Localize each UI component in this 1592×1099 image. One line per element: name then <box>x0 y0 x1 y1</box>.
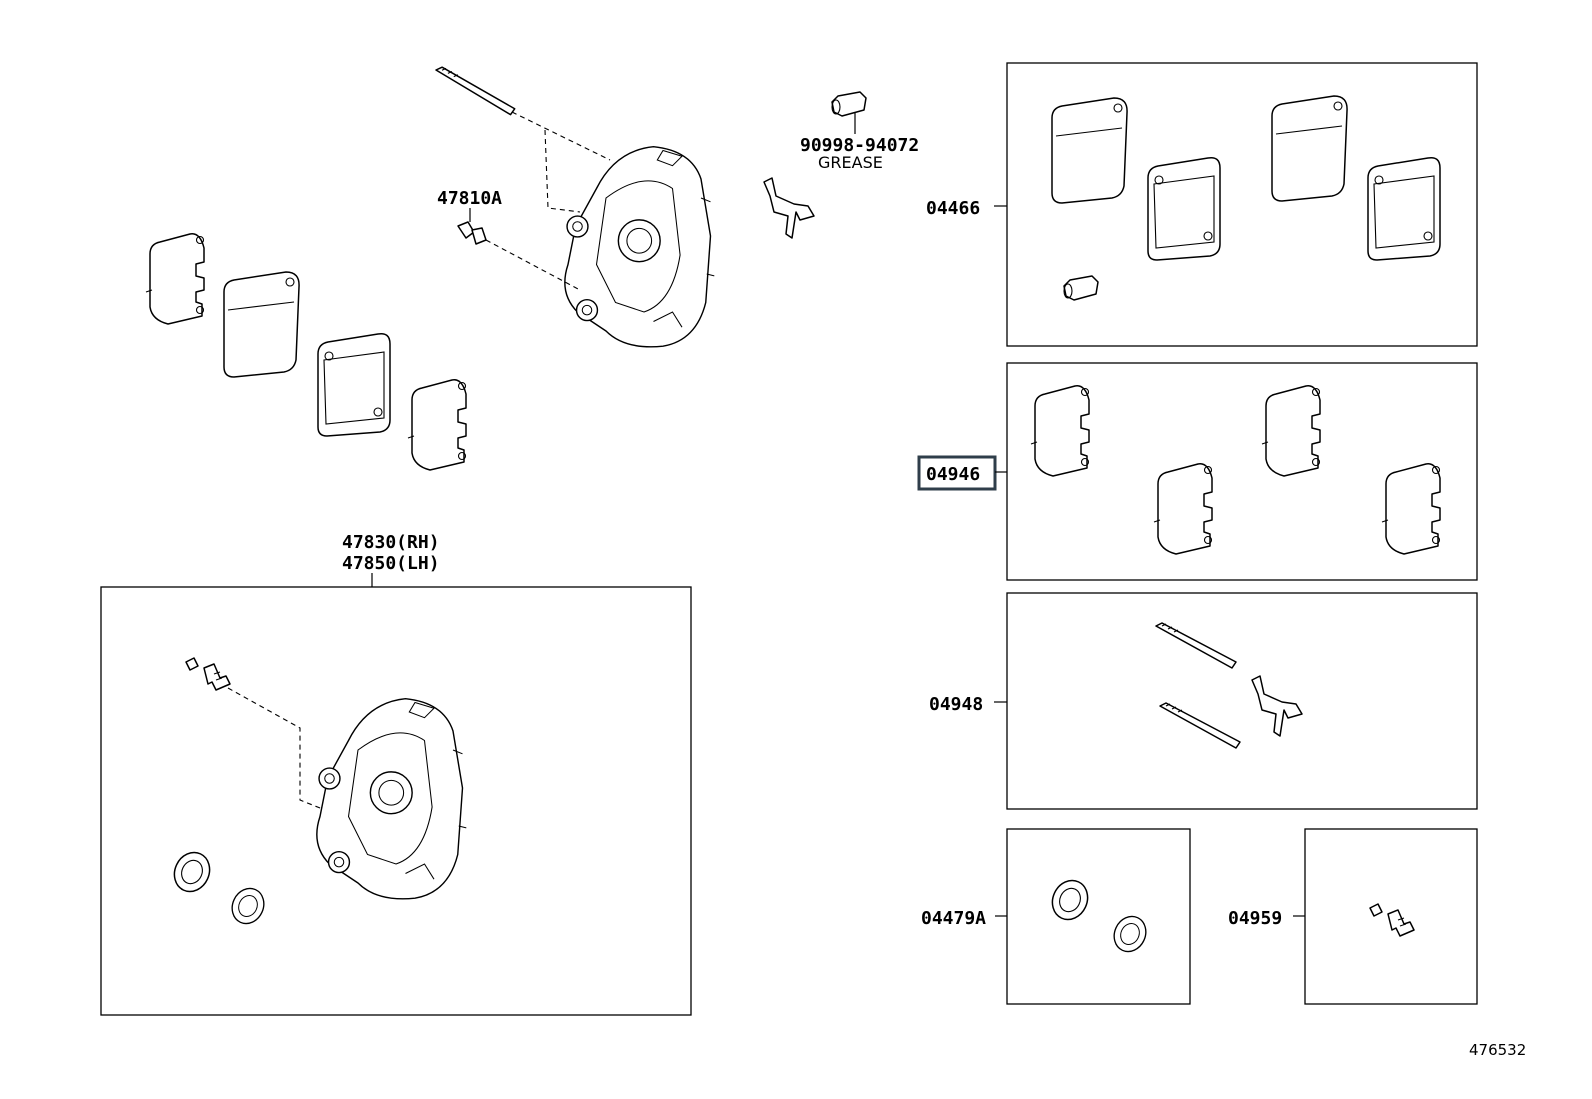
bleeder-part <box>185 657 231 691</box>
kit-04959-box <box>1304 828 1478 1005</box>
exploded-view-top: 47810A 90998-94072 GREASE <box>145 66 919 471</box>
caliper-part <box>564 145 716 348</box>
diagram-ref-number: 476532 <box>1469 1041 1526 1059</box>
shim-part <box>145 233 205 325</box>
label-04479a: 04479A <box>921 908 986 929</box>
guide-pin-part <box>433 66 517 116</box>
bleeder-part <box>1369 903 1415 937</box>
piston-seal-part <box>1107 910 1153 958</box>
label-04948: 04948 <box>929 694 983 715</box>
caliper-assembly-box <box>100 586 692 1016</box>
label-grease: GREASE <box>818 153 883 172</box>
kit-04946-group: 04946 <box>917 362 1478 581</box>
piston-seal-part <box>167 845 217 899</box>
shim-part <box>1261 385 1321 477</box>
piston-seal-part <box>225 882 271 930</box>
brake-pad-part <box>1147 156 1221 261</box>
label-04946: 04946 <box>926 464 980 485</box>
label-04959: 04959 <box>1228 908 1282 929</box>
kit-04948-box <box>1006 592 1478 810</box>
assembly-line <box>227 687 331 813</box>
kit-04466-group: 04466 <box>926 62 1478 347</box>
highlight-box <box>917 455 997 491</box>
brake-pad-part <box>1367 156 1441 261</box>
grease-part <box>831 91 867 117</box>
label-90998-94072: 90998-94072 <box>800 135 919 156</box>
bolt-part <box>457 221 487 245</box>
assembly-line <box>511 111 611 161</box>
anti-rattle-spring-part <box>1251 675 1303 737</box>
guide-pin-part <box>1155 622 1237 669</box>
shim-part <box>1030 385 1090 477</box>
caliper-assembly-group: 47830(RH) 47850(LH) <box>100 532 692 1016</box>
kit-04479a-box <box>1006 828 1191 1005</box>
brake-pad-part <box>1271 95 1348 202</box>
anti-rattle-spring-part <box>763 177 815 239</box>
shim-part <box>1381 463 1441 555</box>
brake-pad-part <box>317 332 391 437</box>
label-47850-lh: 47850(LH) <box>342 553 440 574</box>
grease-part <box>1063 275 1099 301</box>
label-47830-rh: 47830(RH) <box>342 532 440 553</box>
kit-04479a-group: 04479A <box>921 828 1191 1005</box>
shim-part <box>407 379 467 471</box>
brake-pad-part <box>1051 97 1128 204</box>
label-04466: 04466 <box>926 198 980 219</box>
piston-seal-part <box>1045 873 1095 927</box>
kit-04466-box <box>1006 62 1478 347</box>
assembly-line <box>544 129 581 213</box>
caliper-part <box>316 697 468 900</box>
kit-04948-group: 04948 <box>929 592 1478 810</box>
kit-04959-group: 04959 <box>1228 828 1478 1005</box>
assembly-line <box>485 239 581 291</box>
kit-04946-box <box>1006 362 1478 581</box>
brake-pad-part <box>223 271 300 378</box>
label-47810a: 47810A <box>437 188 502 209</box>
guide-pin-part <box>1159 702 1241 749</box>
shim-part <box>1153 463 1213 555</box>
